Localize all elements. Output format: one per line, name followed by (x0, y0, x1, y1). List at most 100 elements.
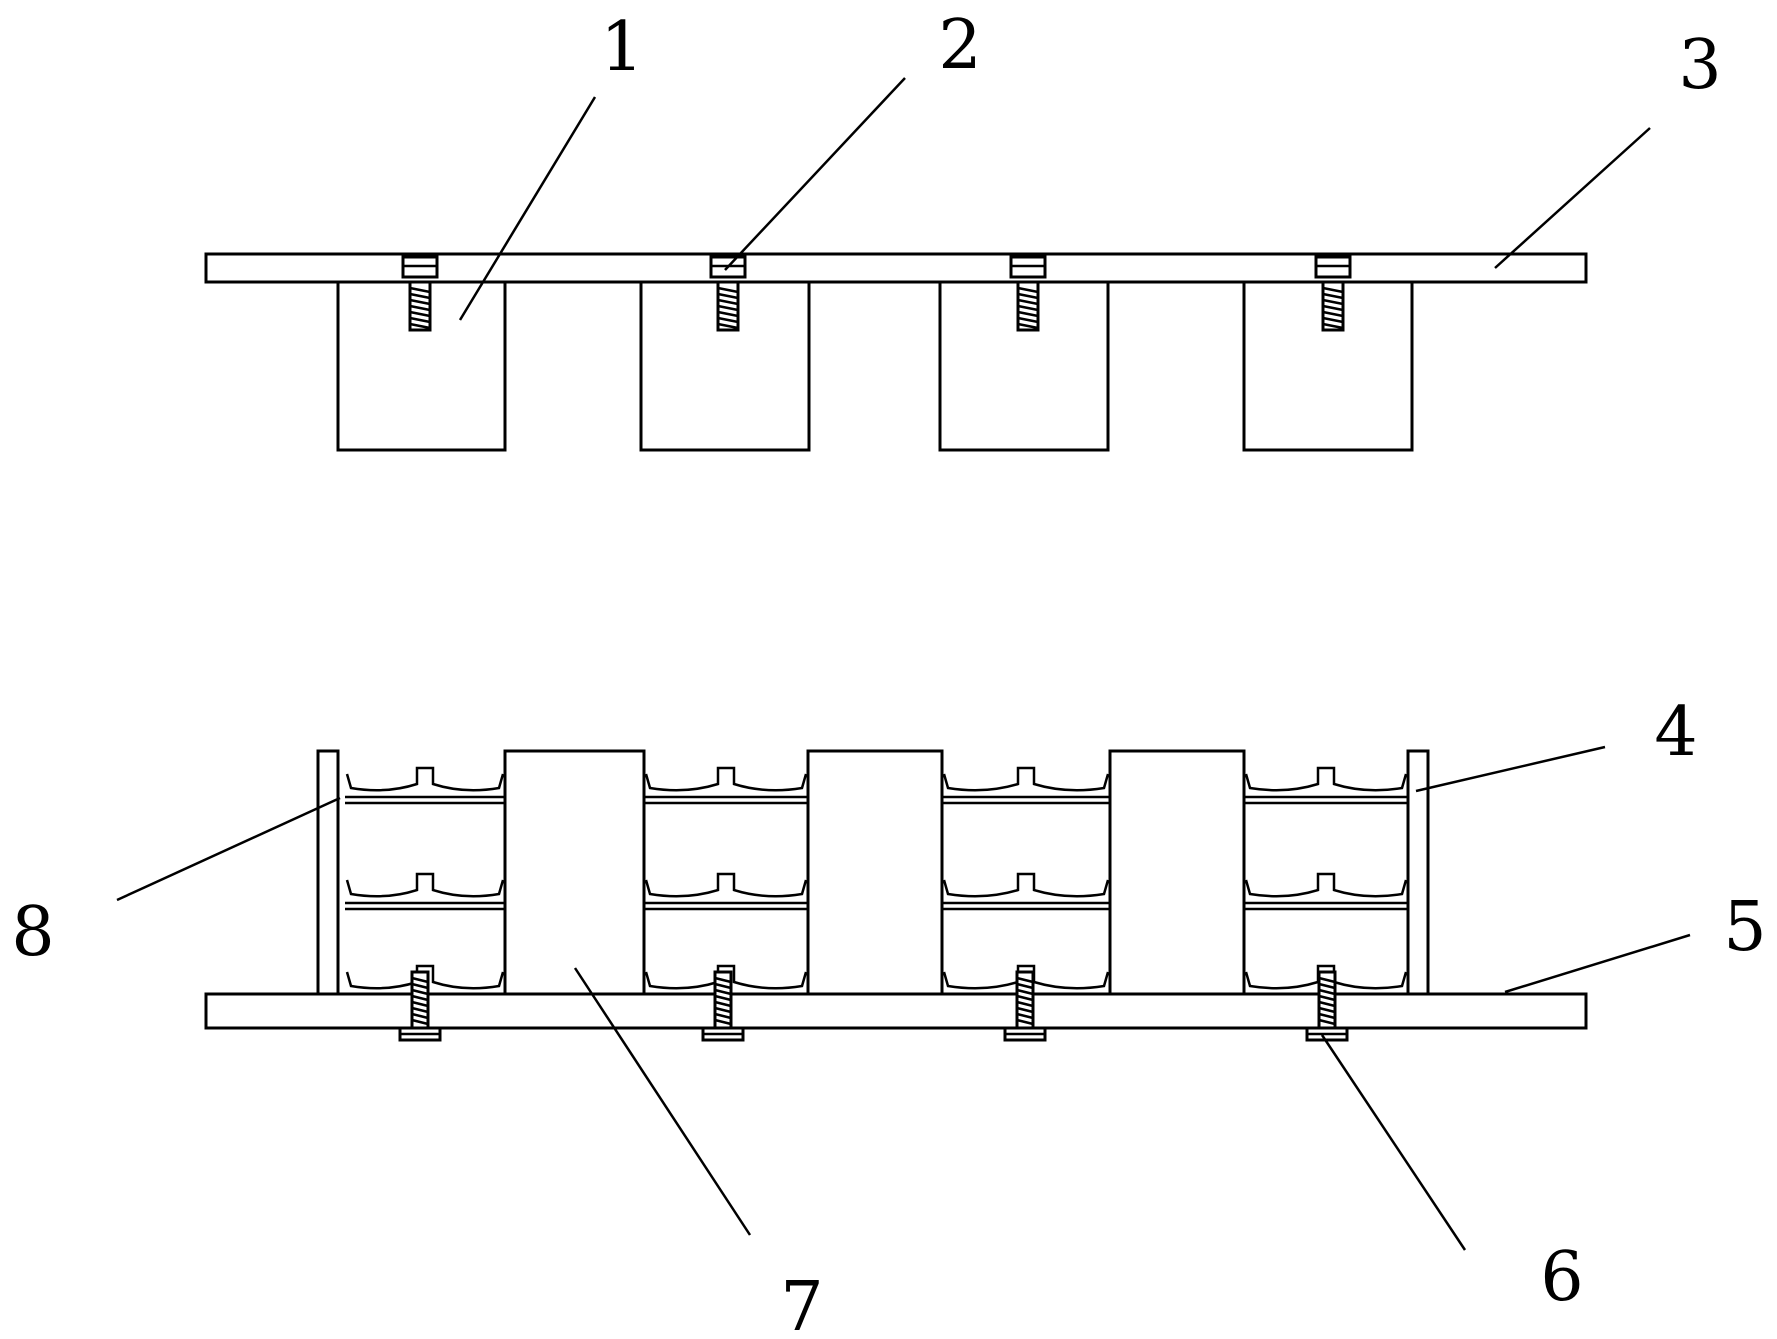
label-8: 8 (11, 893, 54, 972)
thread-line (411, 1012, 429, 1020)
thread-line (714, 988, 732, 996)
thread-line (714, 994, 732, 1002)
shelf-rails (345, 795, 1408, 911)
thread-line (1016, 982, 1034, 990)
thread-line (409, 322, 431, 330)
thread-line (411, 1006, 429, 1014)
thread-line (717, 310, 739, 318)
thread-line (411, 1000, 429, 1008)
thread-line (1017, 286, 1039, 294)
thread-line (411, 1018, 429, 1026)
thread-line (714, 1012, 732, 1020)
leader-lines (116, 77, 1691, 1251)
thread-line (714, 1018, 732, 1026)
thread-line (1016, 1012, 1034, 1020)
thread-line (714, 976, 732, 984)
thread-line (1017, 298, 1039, 306)
bottom-screws (398, 970, 1349, 1042)
bottom-screw-2 (701, 970, 745, 1042)
tray-1-2 (345, 872, 505, 898)
top-screw-3 (1009, 255, 1047, 332)
tray-1-3 (345, 964, 505, 990)
thread-line (1017, 304, 1039, 312)
thread-line (1322, 304, 1344, 312)
hanging-blocks (336, 280, 1414, 452)
upper-assembly (204, 252, 1588, 452)
bottom-screw-1 (398, 970, 442, 1042)
thread-line (717, 322, 739, 330)
thread-line (1318, 994, 1336, 1002)
thread-line (1318, 1012, 1336, 1020)
thread-line (1016, 976, 1034, 984)
label-2: 2 (938, 6, 981, 85)
bottom-screw-4 (1305, 970, 1349, 1042)
hanging-block-3 (938, 280, 1110, 452)
left-side-post (316, 749, 340, 996)
bottom-screw-3 (1003, 970, 1047, 1042)
thread-line (1318, 1006, 1336, 1014)
thread-line (409, 310, 431, 318)
center-pillar-1 (503, 749, 646, 996)
lower-assembly (204, 749, 1588, 1042)
thread-line (717, 286, 739, 294)
thread-line (1322, 322, 1344, 330)
tray-2-2 (644, 872, 808, 898)
tray-3-1 (942, 766, 1110, 792)
tray-4-1 (1244, 766, 1408, 792)
thread-line (717, 292, 739, 300)
base-plate (204, 992, 1588, 1030)
thread-line (1016, 1000, 1034, 1008)
thread-line (717, 316, 739, 324)
label-4: 4 (1654, 693, 1697, 772)
thread-line (409, 292, 431, 300)
leader-8 (116, 796, 341, 902)
top-screw-2 (709, 255, 747, 332)
label-6: 6 (1540, 1238, 1583, 1317)
thread-line (409, 298, 431, 306)
thread-line (714, 982, 732, 990)
thread-line (714, 1006, 732, 1014)
thread-line (1016, 988, 1034, 996)
center-pillar-3 (1108, 749, 1246, 996)
leader-4 (1415, 745, 1606, 793)
label-1: 1 (600, 8, 643, 87)
thread-line (1322, 310, 1344, 318)
label-5: 5 (1723, 888, 1766, 967)
shelf-trays (345, 766, 1408, 990)
thread-line (411, 982, 429, 990)
thread-line (409, 286, 431, 294)
thread-line (1318, 988, 1336, 996)
leader-2 (724, 77, 906, 271)
top-screws (401, 255, 1352, 332)
thread-line (1016, 1006, 1034, 1014)
thread-line (1016, 994, 1034, 1002)
thread-line (411, 994, 429, 1002)
reference-numerals: 1 2 3 4 5 6 7 8 (11, 6, 1766, 1339)
center-pillars (503, 749, 1246, 996)
leader-5 (1504, 933, 1691, 994)
thread-line (714, 1000, 732, 1008)
leader-7 (573, 967, 752, 1236)
thread-line (717, 304, 739, 312)
thread-line (1322, 298, 1344, 306)
label-7: 7 (780, 1268, 823, 1339)
right-side-post (1406, 749, 1430, 996)
tray-3-3 (942, 964, 1110, 990)
tray-1-1 (345, 766, 505, 792)
thread-line (1017, 316, 1039, 324)
top-screw-1 (401, 255, 439, 332)
thread-line (1318, 976, 1336, 984)
thread-line (1322, 292, 1344, 300)
label-3: 3 (1678, 26, 1721, 105)
leader-1 (458, 96, 597, 321)
thread-line (1318, 1000, 1336, 1008)
thread-line (1322, 316, 1344, 324)
hanging-block-4 (1242, 280, 1414, 452)
thread-line (409, 304, 431, 312)
tray-4-2 (1244, 872, 1408, 898)
thread-line (411, 976, 429, 984)
thread-line (1017, 292, 1039, 300)
thread-line (1017, 310, 1039, 318)
leader-6 (1320, 1034, 1467, 1251)
